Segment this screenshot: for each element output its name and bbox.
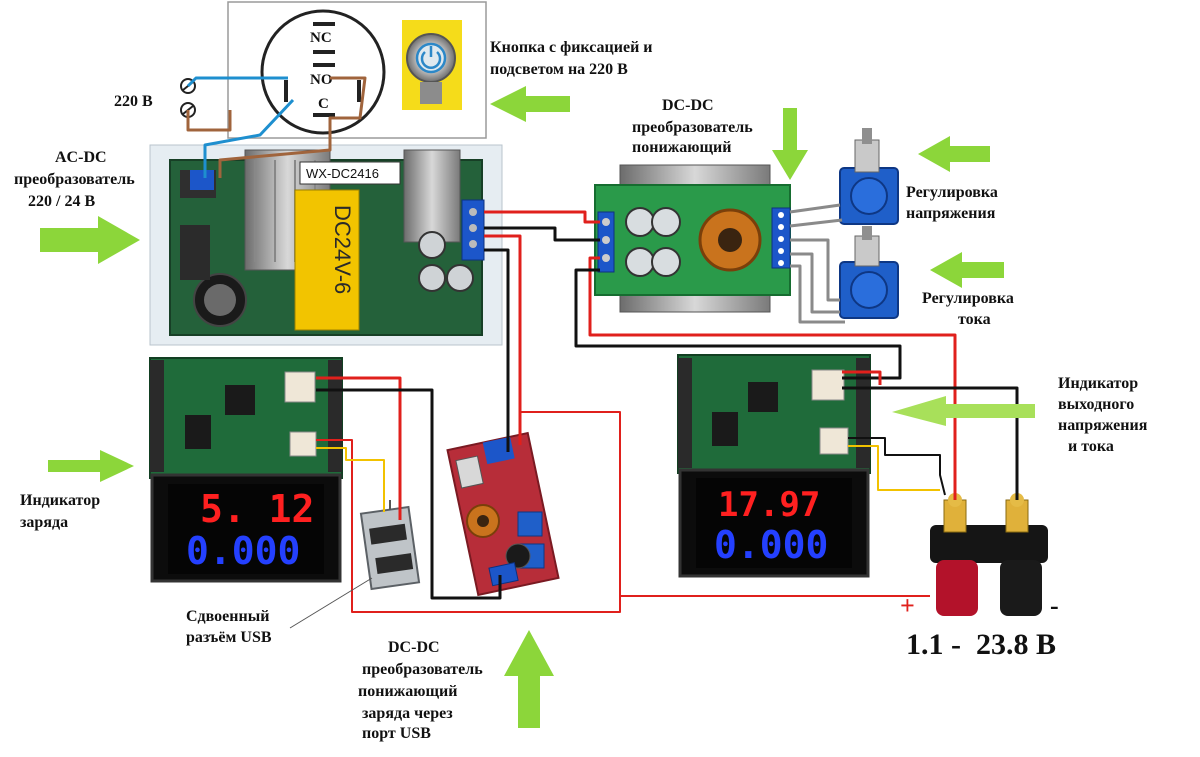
acdc-label-line2: преобразователь: [14, 171, 135, 188]
arrow-left-icon: [490, 86, 570, 122]
wiring: [186, 76, 1019, 629]
dcdc-usb-charger-module: [446, 431, 560, 597]
current-potentiometer: [839, 226, 899, 319]
usb-label-line2: разъём USB: [186, 629, 272, 646]
output-voltage-display: 17.97: [718, 485, 820, 525]
acdc-label-line3: 220 / 24 В: [28, 193, 95, 210]
arrow-to-charge-indicator: [48, 450, 134, 482]
arrow-up-icon: [504, 630, 554, 728]
usb-label-line1: Сдвоенный: [186, 608, 269, 625]
arrow-to-usb-dcdc: [504, 630, 554, 728]
charge-current-display: 0.000: [186, 529, 300, 573]
arrow-to-button: [490, 86, 570, 122]
arrow-right-icon: [40, 216, 140, 264]
minus-sign: -: [1050, 591, 1059, 620]
arrow-to-output-indicator: [892, 396, 1035, 426]
dcdc-converter-top: [594, 164, 791, 313]
dcdc-usb-label-line4: заряда через: [362, 705, 453, 722]
latching-button-photo: [402, 20, 462, 110]
button-label-line1: Кнопка с фиксацией и: [490, 39, 653, 56]
out-ind-label-line4: и тока: [1068, 438, 1114, 455]
switch-no-label: NO: [310, 72, 333, 88]
voltage-adj-label-line1: Регулировка: [906, 184, 998, 201]
arrow-to-voltage-pot: [918, 136, 990, 172]
switch-c-label: C: [318, 96, 329, 112]
arrow-to-psu: [40, 216, 140, 264]
out-ind-label-line2: выходного: [1058, 396, 1134, 413]
out-ind-label-line3: напряжения: [1058, 417, 1148, 434]
charge-indicator-module: 5. 12 0.000: [149, 357, 343, 583]
arrow-left-icon: [918, 136, 990, 172]
dcdc-usb-label-line5: порт USB: [362, 725, 431, 742]
dcdc-usb-label-line2: преобразователь: [362, 661, 483, 678]
voltage-range-label: 1.1 - 23.8 В: [906, 628, 1056, 661]
dcdc-top-label-line2: преобразователь: [632, 119, 753, 136]
dual-usb-socket: [359, 500, 421, 591]
mains-label: 220 В: [114, 93, 153, 110]
button-label-line2: подсветом на 220 В: [490, 61, 628, 78]
psu-brand-label: WX-DC2416: [306, 166, 379, 181]
charge-ind-label-line2: заряда: [20, 514, 68, 531]
voltage-potentiometer: [839, 128, 899, 225]
switch-nc-label: NC: [310, 30, 332, 46]
out-ind-label-line1: Индикатор: [1058, 375, 1138, 392]
arrow-down-icon: [772, 108, 808, 180]
output-binding-posts: [930, 493, 1048, 616]
arrow-left-icon: [892, 396, 1035, 426]
arrow-to-current-pot: [930, 252, 1004, 288]
dcdc-usb-label-line3: понижающий: [358, 683, 457, 700]
current-adj-label-line1: Регулировка: [922, 290, 1014, 307]
arrow-right-icon: [48, 450, 134, 482]
output-indicator-module: 17.97 0.000: [677, 354, 871, 578]
acdc-psu-board: WX-DC2416 DC24V-6: [149, 144, 503, 346]
charge-ind-label-line1: Индикатор: [20, 492, 100, 509]
psu-transformer-label: DC24V-6: [330, 205, 355, 294]
arrow-left-icon: [930, 252, 1004, 288]
output-current-display: 0.000: [714, 523, 828, 567]
arrow-to-top-dcdc: [772, 108, 808, 180]
plus-sign: +: [900, 591, 915, 620]
dcdc-top-label-line1: DC-DC: [662, 97, 714, 114]
voltage-adj-label-line2: напряжения: [906, 205, 996, 222]
dcdc-usb-label-line1: DC-DC: [388, 639, 440, 656]
current-adj-label-line2: тока: [958, 311, 991, 328]
acdc-label-line1: AC-DC: [55, 149, 107, 166]
power-icon: [420, 51, 442, 69]
dcdc-top-label-line3: понижающий: [632, 139, 731, 156]
charge-voltage-display: 5. 12: [200, 487, 314, 531]
